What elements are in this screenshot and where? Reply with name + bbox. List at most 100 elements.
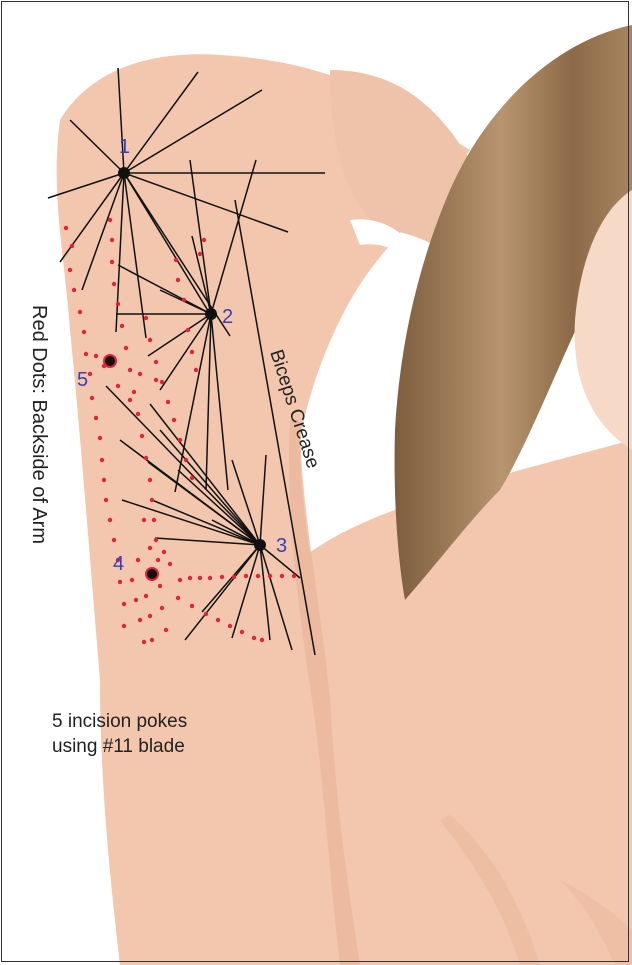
red-dot — [140, 434, 144, 438]
red-dot — [108, 218, 112, 222]
red-dot — [154, 538, 158, 542]
red-dot — [150, 638, 154, 642]
red-dot — [172, 418, 176, 422]
red-dot — [178, 438, 182, 442]
red-dot — [198, 252, 202, 256]
red-dot — [152, 518, 156, 522]
red-dot — [220, 575, 224, 579]
red-dot — [148, 614, 152, 618]
red-dot — [256, 574, 260, 578]
incision-number-2: 2 — [222, 306, 233, 328]
red-dot — [204, 612, 208, 616]
red-dot — [68, 268, 72, 272]
incision-point-5 — [104, 355, 116, 367]
red-dot — [144, 316, 148, 320]
incision-point-4 — [146, 568, 158, 580]
red-dot — [72, 288, 76, 292]
red-dot — [156, 558, 160, 562]
incision-point-1 — [118, 167, 130, 179]
incision-point-2 — [205, 308, 217, 320]
red-dot — [268, 574, 272, 578]
red-dot — [70, 244, 74, 248]
red-dot — [190, 476, 194, 480]
red-dot — [134, 598, 138, 602]
red-dot — [190, 350, 194, 354]
red-dot — [104, 498, 108, 502]
red-dot — [142, 518, 146, 522]
red-dot — [124, 346, 128, 350]
red-dot — [176, 278, 180, 282]
incision-number-4: 4 — [113, 553, 124, 575]
red-dot — [138, 372, 142, 376]
red-dot — [178, 578, 182, 582]
red-dot — [160, 380, 164, 384]
red-dot — [118, 580, 122, 584]
red-dot — [240, 630, 244, 634]
red-dot — [112, 282, 116, 286]
red-dot — [154, 360, 158, 364]
red-dot — [188, 576, 192, 580]
red-dot — [88, 372, 92, 376]
incision-number-5: 5 — [77, 369, 88, 391]
red-dot — [102, 478, 106, 482]
red-dot — [164, 628, 168, 632]
red-dot — [184, 458, 188, 462]
red-dot — [94, 354, 98, 358]
red-dot — [162, 550, 166, 554]
red-dot — [148, 546, 152, 550]
red-dot — [228, 624, 232, 628]
red-dot — [148, 338, 152, 342]
red-dot — [138, 618, 142, 622]
red-dot — [186, 328, 190, 332]
red-dot — [148, 478, 152, 482]
incision-number-3: 3 — [276, 535, 287, 557]
red-dot — [136, 412, 140, 416]
red-dot — [202, 238, 206, 242]
red-dot — [158, 584, 162, 588]
red-dot — [190, 604, 194, 608]
red-dot — [160, 606, 164, 610]
red-dot — [116, 302, 120, 306]
incision-caption-line2: using #11 blade — [52, 736, 185, 757]
red-dot — [94, 416, 98, 420]
red-dot — [116, 384, 120, 388]
red-dot — [150, 498, 154, 502]
red-dot — [136, 558, 140, 562]
red-dot — [260, 638, 264, 642]
red-dot — [110, 260, 114, 264]
red-dot — [122, 624, 126, 628]
red-dot — [98, 436, 102, 440]
red-dot — [182, 298, 186, 302]
red-dot — [198, 576, 202, 580]
red-dot — [280, 574, 284, 578]
red-dot — [252, 636, 256, 640]
red-dot — [174, 258, 178, 262]
red-dot — [144, 456, 148, 460]
red-dot — [232, 575, 236, 579]
red-dot — [194, 368, 198, 372]
red-dot — [292, 574, 296, 578]
red-dot — [78, 310, 82, 314]
incision-point-3 — [254, 539, 266, 551]
red-dot — [132, 390, 136, 394]
red-dot — [216, 618, 220, 622]
red-dot — [128, 398, 132, 402]
red-dot — [84, 352, 88, 356]
red-dot — [120, 324, 124, 328]
red-dot — [110, 238, 114, 242]
red-dot — [168, 562, 172, 566]
red-dot — [128, 368, 132, 372]
red-dot — [100, 458, 104, 462]
red-dot — [166, 400, 170, 404]
red-dot — [122, 602, 126, 606]
red-dot — [82, 330, 86, 334]
incision-number-1: 1 — [119, 136, 130, 158]
red-dot — [144, 594, 148, 598]
red-dot — [154, 378, 158, 382]
red-dot — [208, 576, 212, 580]
red-dot — [244, 574, 248, 578]
red-dot — [112, 538, 116, 542]
red-dot — [90, 396, 94, 400]
